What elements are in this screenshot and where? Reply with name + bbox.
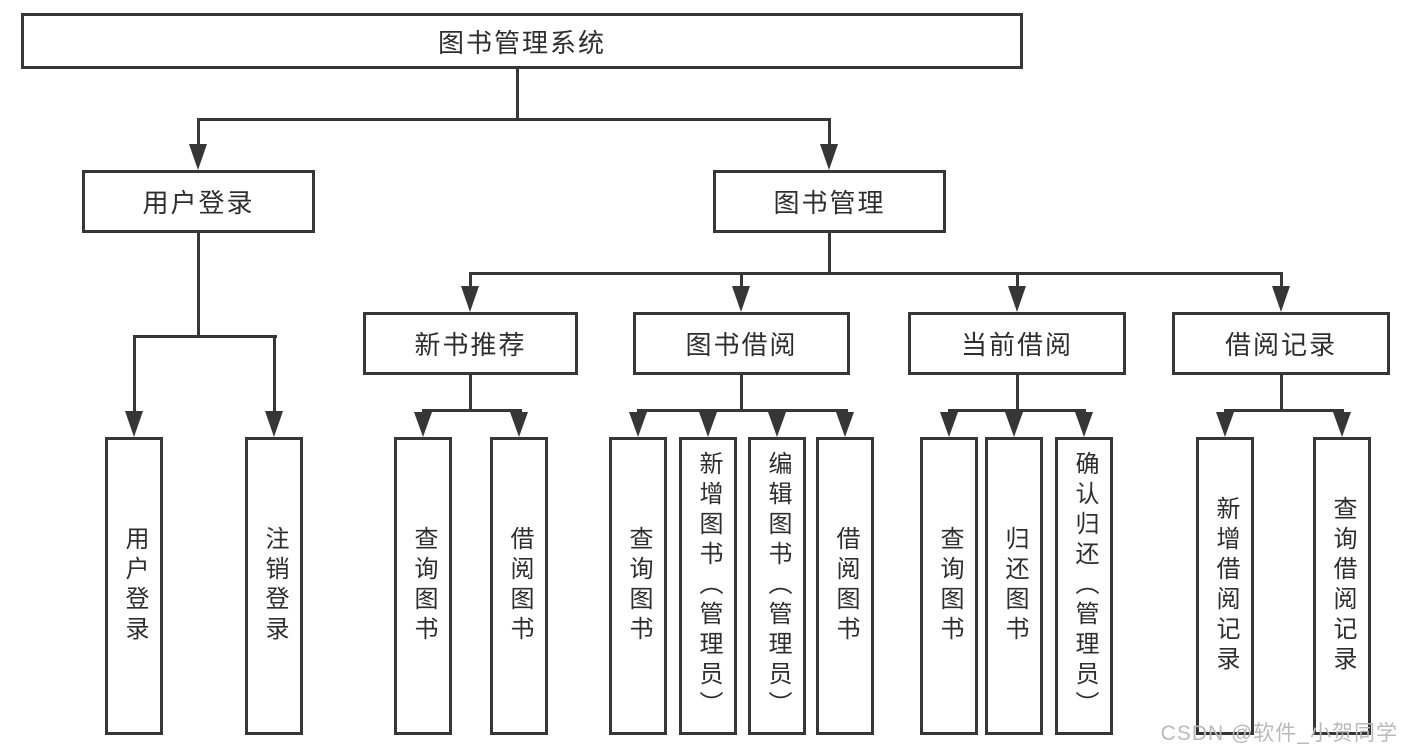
- arrow-down-icon: [836, 412, 854, 437]
- node-current-borrow: 当前借阅: [908, 312, 1126, 375]
- node-book-management-label: 图书管理: [773, 188, 886, 218]
- leaf-query-books-current-label: 查询图书: [936, 526, 963, 646]
- node-new-book-recommend-label: 新书推荐: [414, 330, 527, 360]
- leaf-borrow-books-recommend-label: 借阅图书: [506, 526, 533, 646]
- arrow-down-icon: [414, 412, 432, 437]
- connector-vertical: [740, 274, 743, 288]
- leaf-confirm-return-admin-label: 确认归还（管理员）: [1071, 451, 1098, 721]
- leaf-query-books-recommend: 查询图书: [394, 437, 452, 735]
- leaf-logout: 注销登录: [245, 437, 303, 735]
- leaf-add-borrow-record-label: 新增借阅记录: [1212, 496, 1239, 676]
- leaf-add-borrow-record: 新增借阅记录: [1196, 437, 1254, 735]
- leaf-query-books-recommend-label: 查询图书: [410, 526, 437, 646]
- connector-vertical: [1016, 375, 1019, 412]
- connector-horizontal: [197, 118, 831, 121]
- arrow-down-icon: [461, 286, 479, 312]
- connector-vertical: [1280, 375, 1283, 412]
- arrow-down-icon: [1005, 412, 1023, 437]
- connector-vertical: [828, 233, 831, 274]
- connector-vertical: [740, 375, 743, 412]
- arrow-down-icon: [1216, 412, 1234, 437]
- leaf-query-borrow-record-label: 查询借阅记录: [1329, 496, 1356, 676]
- node-borrow-records-label: 借阅记录: [1224, 330, 1337, 360]
- connector-vertical: [828, 120, 831, 146]
- leaf-query-books-current: 查询图书: [920, 437, 978, 735]
- leaf-borrow-books: 借阅图书: [816, 437, 874, 735]
- arrow-down-icon: [768, 412, 786, 437]
- arrow-down-icon: [1008, 286, 1026, 312]
- arrow-down-icon: [820, 144, 838, 170]
- leaf-return-books: 归还图书: [985, 437, 1043, 735]
- leaf-query-books-borrow-label: 查询图书: [625, 526, 652, 646]
- connector-vertical: [1280, 274, 1283, 288]
- arrow-down-icon: [1333, 412, 1351, 437]
- arrow-down-icon: [1272, 286, 1290, 312]
- arrow-down-icon: [1075, 412, 1093, 437]
- arrow-down-icon: [940, 412, 958, 437]
- connector-vertical: [197, 120, 200, 146]
- arrow-down-icon: [510, 412, 528, 437]
- leaf-query-books-borrow: 查询图书: [609, 437, 667, 735]
- leaf-add-books-admin-label: 新增图书（管理员）: [695, 451, 722, 721]
- leaf-query-borrow-record: 查询借阅记录: [1313, 437, 1371, 735]
- arrow-down-icon: [629, 412, 647, 437]
- node-user-login: 用户登录: [82, 170, 315, 233]
- arrow-down-icon: [189, 144, 207, 170]
- connector-vertical: [516, 69, 519, 121]
- node-current-borrow-label: 当前借阅: [960, 330, 1073, 360]
- connector-vertical: [133, 337, 136, 413]
- leaf-confirm-return-admin: 确认归还（管理员）: [1055, 437, 1113, 735]
- leaf-logout-label: 注销登录: [261, 526, 288, 646]
- connector-vertical: [1016, 274, 1019, 288]
- arrow-down-icon: [265, 411, 283, 437]
- connector-vertical: [197, 233, 200, 337]
- arrow-down-icon: [732, 286, 750, 312]
- leaf-edit-books-admin-label: 编辑图书（管理员）: [764, 451, 791, 721]
- node-user-login-label: 用户登录: [142, 188, 255, 218]
- watermark-text: CSDN @软件_小贺同学: [1160, 722, 1398, 745]
- node-root-label: 图书管理系统: [437, 27, 606, 58]
- arrow-down-icon: [699, 412, 717, 437]
- node-book-management: 图书管理: [713, 170, 946, 233]
- node-new-book-recommend: 新书推荐: [363, 312, 578, 375]
- connector-vertical: [273, 337, 276, 413]
- leaf-borrow-books-recommend: 借阅图书: [490, 437, 548, 735]
- leaf-user-login: 用户登录: [105, 437, 163, 735]
- leaf-borrow-books-label: 借阅图书: [832, 526, 859, 646]
- connector-horizontal: [637, 409, 848, 412]
- connector-horizontal: [948, 409, 1086, 412]
- node-book-borrow-label: 图书借阅: [685, 330, 798, 360]
- connector-horizontal: [1224, 409, 1344, 412]
- connector-horizontal: [422, 409, 522, 412]
- leaf-return-books-label: 归还图书: [1001, 526, 1028, 646]
- node-borrow-records: 借阅记录: [1172, 312, 1390, 375]
- node-root: 图书管理系统: [21, 13, 1023, 69]
- connector-horizontal: [133, 335, 277, 338]
- connector-vertical: [469, 274, 472, 288]
- leaf-edit-books-admin: 编辑图书（管理员）: [748, 437, 806, 735]
- leaf-add-books-admin: 新增图书（管理员）: [679, 437, 737, 735]
- node-book-borrow: 图书借阅: [633, 312, 850, 375]
- connector-horizontal: [469, 272, 1283, 275]
- arrow-down-icon: [125, 411, 143, 437]
- leaf-user-login-label: 用户登录: [121, 526, 148, 646]
- connector-vertical: [469, 375, 472, 412]
